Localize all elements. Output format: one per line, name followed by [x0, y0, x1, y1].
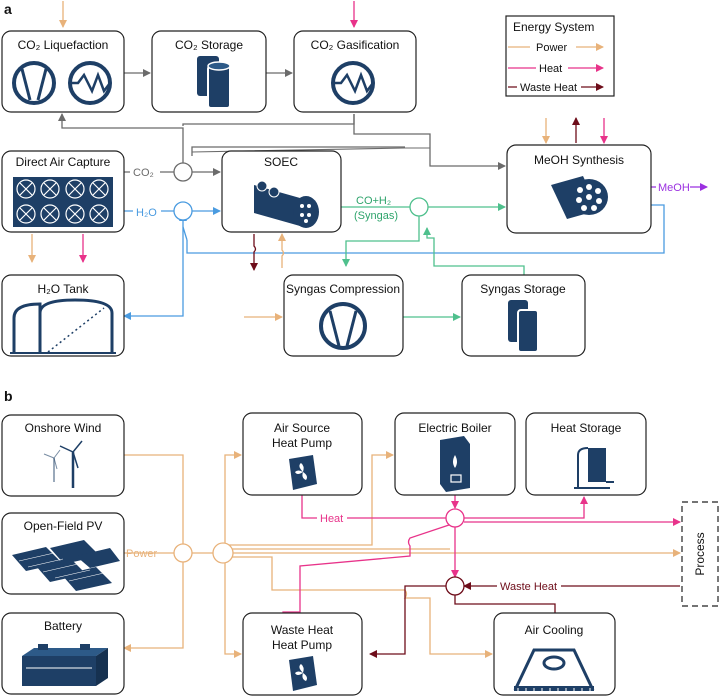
process-title: Process	[693, 532, 707, 575]
syngas-junction	[409, 197, 429, 217]
syngas-label-1: CO+H₂	[356, 195, 391, 207]
water-tank-icon	[10, 298, 116, 354]
co2-gasification-box	[293, 30, 417, 113]
electrolyser-stack-icon	[254, 180, 319, 228]
power-flow-label: Power	[126, 548, 158, 560]
gasifier-exchanger-icon	[331, 61, 375, 105]
heat-pump-fan-icon	[289, 455, 317, 490]
panel-a-energy-inputs	[28, 1, 608, 321]
battery-title: Battery	[44, 619, 82, 633]
syngas-compression-box	[283, 274, 404, 357]
panel-b-junctions	[173, 508, 465, 596]
soec-title: SOEC	[264, 155, 298, 169]
air-capture-fans-icon	[13, 177, 113, 227]
whhp-title-1: Waste Heat	[271, 623, 334, 637]
meoh-synthesis-title: MeOH Synthesis	[534, 153, 624, 167]
legend-power: Power	[536, 42, 568, 54]
air-cooling-title: Air Cooling	[525, 623, 584, 637]
waste-heat-junction	[445, 576, 465, 596]
solar-panel-icon	[12, 540, 120, 591]
co2-junction	[173, 162, 193, 182]
ashp-title-1: Air Source	[274, 421, 330, 435]
panel-a-boxes	[1, 30, 652, 357]
co2-liquefaction-title: CO₂ Liquefaction	[18, 38, 109, 52]
power-junction-left	[173, 543, 193, 563]
syngas-storage-tanks-icon	[508, 300, 539, 353]
waste-heat-pump-fan-icon	[289, 656, 317, 691]
panel-a-label: a	[4, 1, 12, 17]
co2-liquefaction-box	[1, 30, 125, 113]
syngas-label-2: (Syngas)	[354, 210, 398, 222]
waste-heat-flow-label: Waste Heat	[500, 581, 557, 593]
panel-b-flow-labels: Power Heat Waste Heat	[126, 511, 561, 593]
direct-air-capture-title: Direct Air Capture	[16, 155, 111, 169]
onshore-wind-title: Onshore Wind	[25, 421, 102, 435]
compressor-icon	[12, 61, 56, 105]
legend-waste-heat: Waste Heat	[520, 82, 577, 94]
energy-legend: Energy System Power Heat Waste Heat	[505, 15, 615, 97]
air-cooler-icon	[513, 648, 595, 692]
air-source-heat-pump-box	[242, 412, 363, 496]
heat-storage-box	[525, 412, 647, 496]
panel-b-label: b	[4, 388, 13, 404]
water-flows	[123, 204, 665, 320]
whhp-title-2: Heat Pump	[272, 638, 332, 652]
electric-boiler-title: Electric Boiler	[418, 421, 491, 435]
electric-boiler-icon	[440, 436, 470, 492]
panel-a-junctions	[173, 162, 429, 221]
h2o-tank-box	[1, 274, 125, 357]
h2o-junction	[173, 201, 193, 221]
syngas-storage-title: Syngas Storage	[480, 282, 566, 296]
co2-storage-title: CO₂ Storage	[175, 38, 243, 52]
heat-junction	[445, 508, 465, 528]
battery-icon	[22, 644, 108, 686]
ashp-title-2: Heat Pump	[272, 436, 332, 450]
power-flows	[123, 451, 681, 658]
panel-b-box-titles: Onshore Wind Open-Field PV Battery Air S…	[24, 421, 707, 652]
syngas-compressor-icon	[319, 302, 367, 350]
storage-tanks-icon	[197, 56, 231, 109]
syngas-flows	[341, 203, 525, 321]
heat-exchanger-icon	[68, 61, 112, 105]
power-junction-right	[212, 542, 234, 564]
reactor-tube-bundle-icon	[551, 176, 608, 219]
waste-heat-heat-pump-box	[242, 612, 363, 696]
wind-turbine-icon	[43, 440, 83, 488]
panel-a-flow-labels: CO₂ H₂O CO+H₂ (Syngas) MeOH	[130, 164, 690, 222]
open-field-pv-title: Open-Field PV	[24, 519, 103, 533]
co2-gasification-title: CO₂ Gasification	[311, 38, 400, 52]
h2o-flow-label: H₂O	[136, 207, 157, 219]
co2-flow-label: CO₂	[133, 167, 154, 179]
heat-flow-label: Heat	[320, 513, 343, 525]
heat-storage-title: Heat Storage	[551, 421, 622, 435]
onshore-wind-box	[1, 414, 125, 497]
panel-a-box-titles: CO₂ Liquefaction CO₂ Storage CO₂ Gasific…	[16, 38, 624, 296]
heat-storage-tank-icon	[574, 447, 614, 489]
heat-flows	[279, 495, 681, 626]
legend-heat: Heat	[539, 63, 562, 75]
process-box	[681, 501, 719, 607]
h2o-tank-title: H₂O Tank	[37, 282, 89, 296]
meoh-flow-label: MeOH	[658, 182, 690, 194]
syngas-compression-title: Syngas Compression	[286, 282, 400, 296]
legend-title: Energy System	[513, 20, 594, 34]
